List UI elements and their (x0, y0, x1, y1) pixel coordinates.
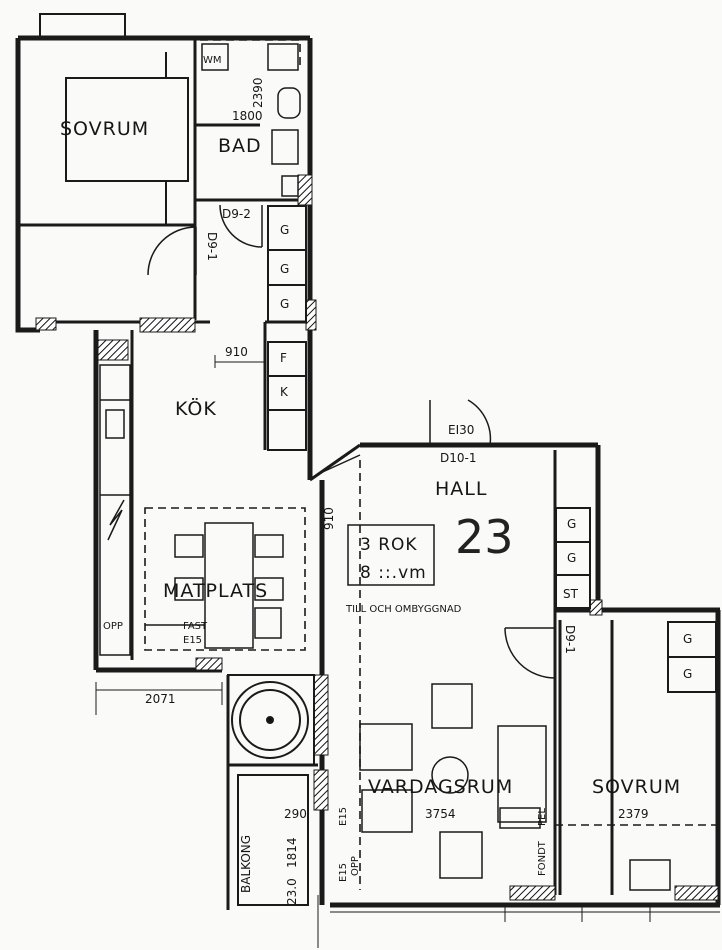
dim-1800: 1800 (232, 109, 263, 123)
storage-g-6: G (683, 632, 692, 646)
dim-230: 23.0 (285, 878, 299, 905)
dim-2390: 2390 (251, 77, 265, 108)
door-label-ei30: EI30 (448, 423, 474, 437)
annotation-e15-a: E15 (183, 635, 202, 646)
dim-910-a: 910 (225, 345, 248, 359)
bed-1 (39, 13, 189, 225)
room-label-bad: BAD (218, 135, 262, 157)
annotation-fondt: FONDT (537, 840, 548, 876)
dim-3754: 3754 (425, 807, 456, 821)
dim-1814: 1814 (285, 837, 299, 868)
dim-910-b: 910 (322, 507, 336, 530)
room-label-matplats: MATPLATS (163, 580, 268, 602)
wardrobe-column (267, 205, 307, 451)
room-label-balkong: BALKONG (239, 835, 253, 893)
annotation-opp-1: OPP (103, 621, 123, 632)
storage-st: ST (563, 587, 579, 601)
storage-g-2: G (280, 262, 289, 276)
bathroom-fixtures (201, 43, 301, 197)
storage-g-3: G (280, 297, 289, 311)
room-label-hall: HALL (435, 478, 487, 500)
door-label-d9-2: D9-2 (222, 207, 251, 221)
room-label-vardagsrum: VARDAGSRUM (368, 776, 513, 798)
door-label-d10-1: D10-1 (440, 451, 476, 465)
bedroom2-wardrobes (667, 621, 717, 693)
annotation-wm: WM (203, 55, 222, 66)
storage-g-1: G (280, 223, 289, 237)
annotation-fast: FAST (183, 621, 208, 632)
room-label-sovrum-1: SOVRUM (60, 118, 149, 140)
room-label-kok: KÖK (175, 397, 217, 420)
doors (147, 204, 561, 700)
dim-2379: 2379 (618, 807, 649, 821)
annotation-e15-b: E15 (338, 807, 349, 826)
outer-walls (15, 35, 721, 908)
room-label-sovrum-2: SOVRUM (592, 776, 681, 798)
annotation-e15-c: E15 (338, 863, 349, 882)
renovation-note: TILL OCH OMBYGGNAD (345, 604, 462, 615)
apartment-number: 23 (455, 510, 514, 564)
door-label-d9-1: D9-1 (205, 232, 219, 261)
hall-wardrobes (555, 507, 591, 609)
storage-g-5: G (567, 551, 576, 565)
storage-f: F (280, 351, 287, 365)
kitchen-counter (99, 364, 131, 656)
apartment-type: 3 ROK (360, 535, 418, 555)
storage-g-4: G (567, 517, 576, 531)
dimension-lines (95, 355, 720, 948)
door-label-d9-1-b: D9-1 (563, 625, 577, 654)
balcony (227, 674, 315, 906)
dim-290: 290 (284, 807, 307, 821)
dining-set (145, 522, 284, 649)
apartment-area: 8 ::.vm (360, 563, 427, 583)
bed-2 (611, 825, 671, 895)
storage-k: K (280, 385, 289, 399)
apartment-info-box (347, 524, 435, 586)
storage-g-7: G (683, 667, 692, 681)
dashed-lines (22, 39, 720, 890)
annotation-opp-2: OPP (350, 856, 361, 876)
living-furniture (359, 683, 547, 879)
dim-2071: 2071 (145, 692, 176, 706)
annotation-pel: PEL (537, 808, 548, 826)
